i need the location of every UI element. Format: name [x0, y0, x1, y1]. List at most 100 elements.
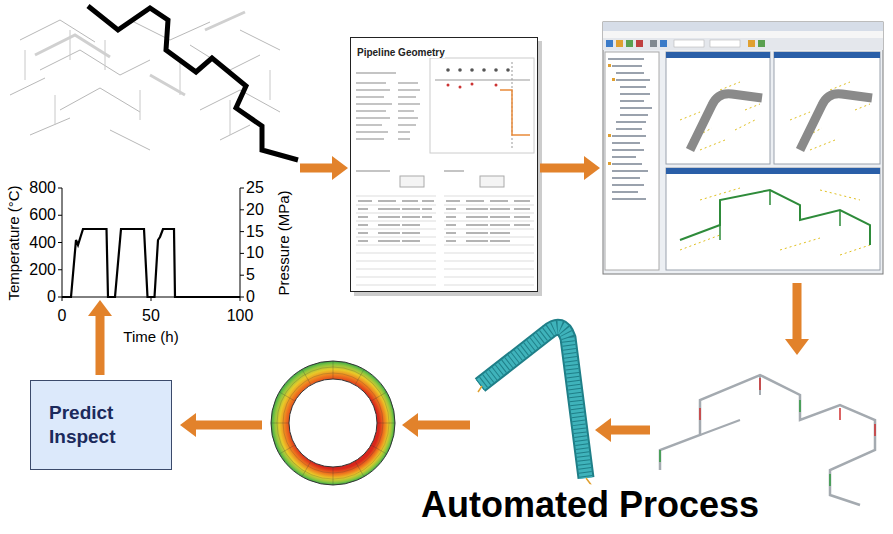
stress-contour-ring [277, 367, 389, 479]
stress-contour-ring [271, 361, 395, 485]
geometry-document [422, 208, 432, 210]
fe-software-screenshot [758, 40, 765, 47]
fe-software-screenshot [616, 72, 644, 74]
fe-software-screenshot [608, 58, 644, 60]
geometry-document [446, 240, 456, 242]
geometry-document [378, 216, 400, 218]
process-chart [62, 229, 240, 297]
geometry-document [398, 131, 410, 133]
geometry-document [356, 117, 390, 119]
flow-arrow [180, 413, 262, 437]
fe-software-screenshot [666, 168, 880, 174]
geometry-document [446, 232, 456, 234]
axis-tick: 0 [246, 288, 255, 306]
geometry-document [459, 86, 462, 89]
axis-tick: 5 [246, 266, 255, 284]
geometry-document [514, 216, 530, 218]
geometry-document [490, 224, 510, 226]
geometry-document [446, 224, 456, 226]
node-text: Pipeline Geometry [357, 47, 445, 58]
pipe-bend-mesh [478, 386, 592, 486]
geometry-document [514, 200, 530, 202]
geometry-document [378, 224, 400, 226]
fe-software-screenshot [612, 191, 638, 193]
geometry-document [402, 232, 420, 234]
geometry-document [458, 68, 462, 72]
fe-software-screenshot [616, 128, 642, 130]
geometry-document [358, 216, 368, 218]
geometry-document [398, 124, 416, 126]
pipe-bend-mesh [480, 327, 586, 478]
pipe-bend-mesh [478, 327, 592, 486]
geometry-document [470, 68, 474, 72]
geometry-document [378, 240, 400, 242]
geometry-document [430, 58, 534, 153]
piping-sketch [35, 12, 245, 95]
geometry-document [402, 216, 420, 218]
pipeline-model [700, 378, 875, 436]
fe-software-screenshot [603, 22, 883, 274]
axis-title: Time (h) [123, 328, 178, 345]
geometry-document [356, 72, 464, 172]
fe-software-screenshot [612, 184, 644, 186]
fe-software-screenshot [710, 40, 740, 47]
geometry-document [398, 96, 416, 98]
fe-software-screenshot [612, 177, 640, 179]
piping-sketch [10, 20, 280, 150]
piping-sketch [25, 30, 270, 135]
pipeline-model [660, 400, 830, 486]
fe-software-screenshot [612, 163, 642, 165]
flow-arrow [88, 156, 809, 442]
fe-software-screenshot [660, 40, 667, 47]
fe-software-screenshot [612, 149, 644, 151]
fe-software-screenshot [616, 79, 650, 81]
fe-software-screenshot [612, 135, 646, 137]
geometry-document [356, 196, 436, 285]
stress-contour-ring [271, 361, 395, 485]
stress-contour-ring [271, 361, 395, 485]
geometry-document [402, 240, 420, 242]
axis-title: Pressure (MPa) [275, 190, 292, 295]
geometry-document [446, 68, 450, 72]
fe-software-screenshot [666, 168, 880, 270]
axis-tick: 200 [29, 261, 56, 279]
stress-contour-ring [283, 373, 383, 473]
fe-software-screenshot [690, 94, 762, 150]
geometry-document [471, 83, 474, 86]
fe-software-screenshot [603, 22, 883, 274]
geometry-document [356, 124, 382, 126]
fe-software-screenshot [720, 190, 840, 240]
geometry-document [500, 90, 530, 135]
geometry-document [356, 110, 386, 112]
geometry-document [356, 131, 388, 133]
axis-tick: 0 [58, 307, 67, 325]
fe-software-screenshot [605, 52, 659, 270]
geometry-document [398, 89, 420, 91]
geometry-document [444, 170, 464, 172]
geometry-document [358, 232, 368, 234]
geometry-document [435, 80, 530, 81]
fe-software-screenshot [608, 162, 611, 165]
fe-software-screenshot [616, 40, 623, 47]
geometry-document [495, 84, 498, 87]
axis-tick: 50 [142, 307, 160, 325]
fe-software-screenshot [606, 40, 765, 47]
geometry-document [490, 216, 510, 218]
geometry-document [402, 224, 420, 226]
fe-software-screenshot [608, 64, 611, 67]
geometry-document [356, 138, 384, 140]
fe-software-screenshot [680, 188, 870, 255]
geometry-document [466, 216, 488, 218]
fe-software-screenshot [666, 52, 770, 164]
flow-arrow [595, 418, 650, 442]
geometry-document [356, 196, 534, 285]
fe-software-screenshot [774, 52, 880, 164]
geometry-document [358, 224, 368, 226]
geometry-document [350, 37, 542, 296]
fe-software-screenshot [748, 40, 755, 47]
fe-software-screenshot [626, 40, 633, 47]
geometry-document [447, 84, 450, 87]
pipe-bend-mesh [480, 327, 586, 478]
geometry-document [422, 200, 434, 202]
